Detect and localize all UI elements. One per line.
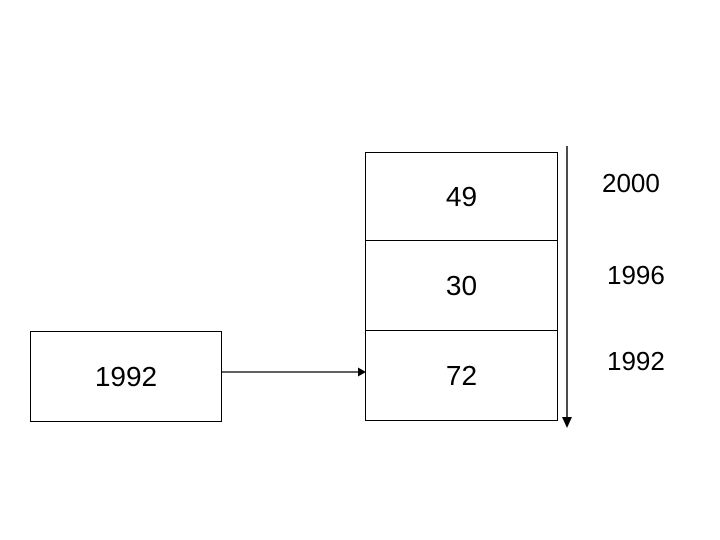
arrow-down-icon [562,146,572,428]
table-row[interactable]: 72 [366,331,557,420]
timeline-year-label: 2000 [602,168,660,198]
arrow-right-icon [222,367,366,377]
table-cell-value: 30 [445,269,478,301]
timeline-axis [556,146,578,430]
timeline-year-label: 1992 [607,346,665,376]
timeline-year-label: 1996 [607,260,665,290]
source-node-box[interactable]: 1992 [30,331,222,422]
table-cell-value: 72 [445,359,478,391]
table-row[interactable]: 49 [366,153,557,241]
table-row[interactable]: 30 [366,241,557,331]
connector-arrow-right [222,362,366,382]
table-cell-value: 49 [445,180,478,212]
source-node-label: 1992 [94,360,158,392]
stacked-value-table: 49 30 72 [365,152,558,421]
